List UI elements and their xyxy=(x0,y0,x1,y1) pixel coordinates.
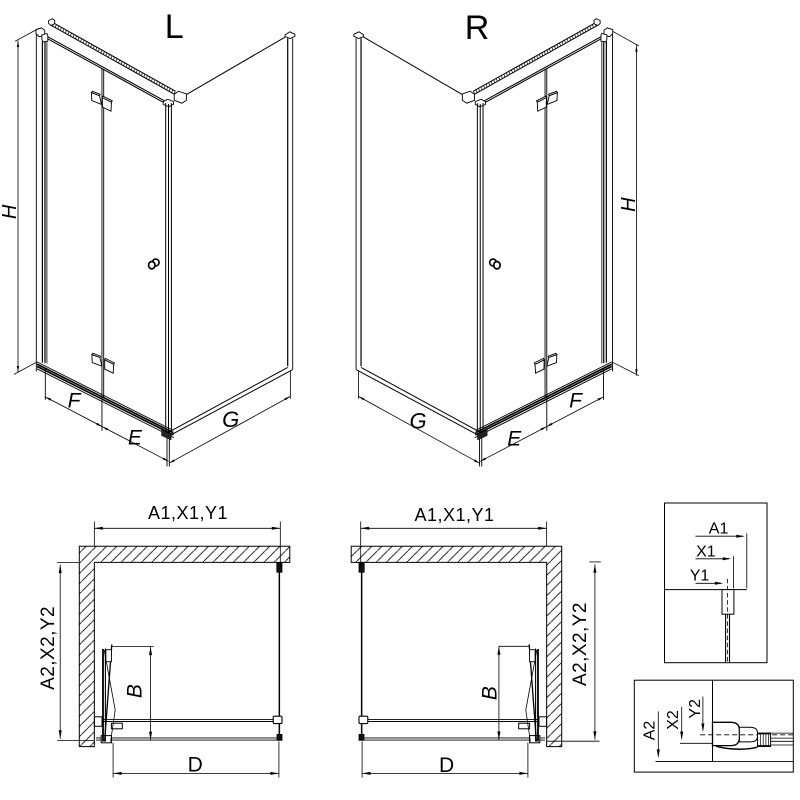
svg-text:A2,X2,Y2: A2,X2,Y2 xyxy=(570,602,591,686)
svg-text:G: G xyxy=(222,407,239,432)
svg-text:D: D xyxy=(439,754,454,777)
svg-text:A1,X1,Y1: A1,X1,Y1 xyxy=(414,505,494,525)
svg-text:H: H xyxy=(0,204,21,219)
svg-text:A2: A2 xyxy=(641,721,658,741)
svg-text:F: F xyxy=(68,389,82,412)
svg-text:H: H xyxy=(618,197,640,212)
svg-text:F: F xyxy=(569,390,583,413)
svg-text:L: L xyxy=(165,8,184,46)
svg-text:Y2: Y2 xyxy=(687,699,704,719)
svg-text:D: D xyxy=(188,754,203,777)
svg-text:G: G xyxy=(409,409,426,434)
svg-text:Y1: Y1 xyxy=(690,568,710,585)
svg-text:R: R xyxy=(465,9,490,47)
svg-text:E: E xyxy=(128,427,143,450)
svg-text:A1,X1,Y1: A1,X1,Y1 xyxy=(148,503,228,523)
svg-text:B: B xyxy=(124,684,147,698)
svg-text:A1: A1 xyxy=(709,520,729,537)
svg-text:E: E xyxy=(507,428,522,451)
svg-text:X2: X2 xyxy=(665,710,682,730)
svg-text:B: B xyxy=(479,686,502,700)
svg-text:X1: X1 xyxy=(696,543,716,560)
svg-text:A2,X2,Y2: A2,X2,Y2 xyxy=(38,606,59,690)
